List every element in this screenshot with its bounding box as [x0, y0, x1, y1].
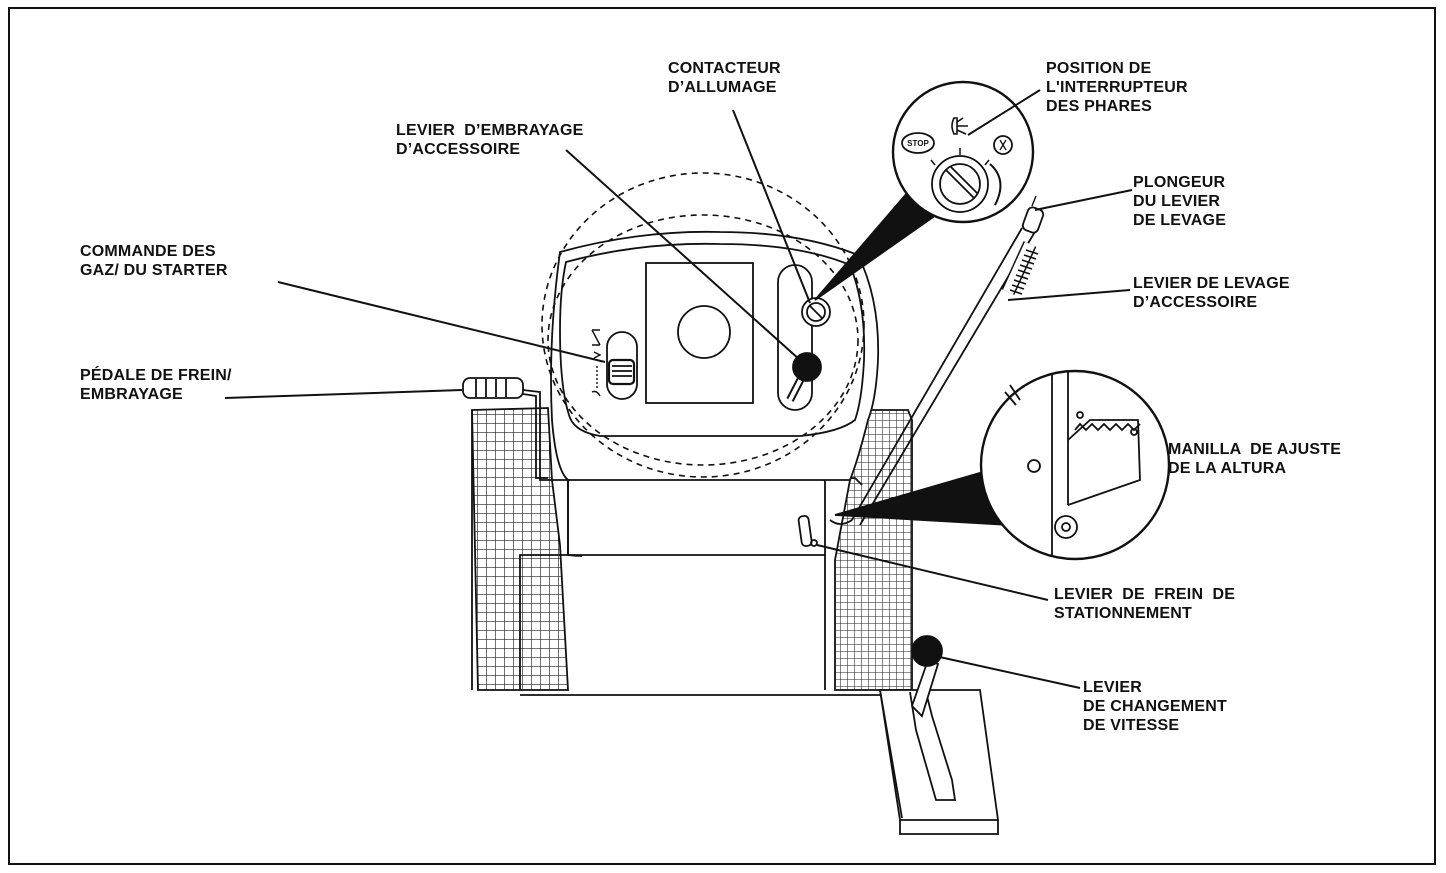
label-pedale-frein: PÉDALE DE FREIN/ EMBRAYAGE	[80, 367, 232, 403]
leader-vitesse	[934, 655, 1081, 689]
gear-shift-knob	[911, 635, 943, 667]
leader-plongeur	[1034, 189, 1133, 211]
gear-shift	[878, 658, 1000, 835]
label-levier-embrayage: LEVIER D’EMBRAYAGE D’ACCESSOIRE	[396, 122, 584, 158]
label-contacteur-allumage: CONTACTEUR D’ALLUMAGE	[668, 60, 781, 96]
label-frein-stationnement: LEVIER DE FREIN DE STATIONNEMENT	[1054, 586, 1236, 622]
leader-phares	[967, 89, 1041, 136]
label-changement-vitesse: LEVIER DE CHANGEMENT DE VITESSE	[1083, 679, 1227, 734]
label-manilla-ajuste: MANILLA DE AJUSTE DE LA ALTURA	[1168, 441, 1342, 477]
lift-lever-spring	[1001, 241, 1039, 295]
lift-lever	[829, 195, 1045, 526]
label-levier-levage: LEVIER DE LEVAGE D’ACCESSOIRE	[1133, 275, 1290, 311]
label-position-phares: POSITION DE L'INTERRUPTEUR DES PHARES	[1046, 60, 1188, 115]
right-footrest	[834, 409, 913, 691]
dashed-outline	[541, 172, 865, 478]
leader-gaz	[277, 281, 606, 363]
throttle-control	[591, 329, 638, 400]
gauge-panel	[645, 262, 754, 404]
leader-contacteur	[732, 109, 811, 304]
brake-pedal	[462, 377, 570, 481]
leader-levage	[1007, 289, 1131, 301]
leader-frein-stationnement	[816, 544, 1049, 601]
leader-embrayage	[565, 149, 801, 361]
diagram-frame	[8, 7, 1436, 865]
pto-lever	[777, 264, 813, 411]
label-commande-gaz: COMMANDE DES GAZ/ DU STARTER	[80, 243, 228, 279]
leader-pedale	[224, 389, 463, 399]
ignition-switch	[801, 297, 831, 327]
stop-glyph: STOP	[907, 139, 929, 148]
label-plongeur: PLONGEUR DU LEVIER DE LEVAGE	[1133, 174, 1227, 229]
height-adjust-callout	[834, 369, 1171, 561]
parking-brake	[797, 515, 818, 547]
leader-lines	[224, 89, 1133, 689]
